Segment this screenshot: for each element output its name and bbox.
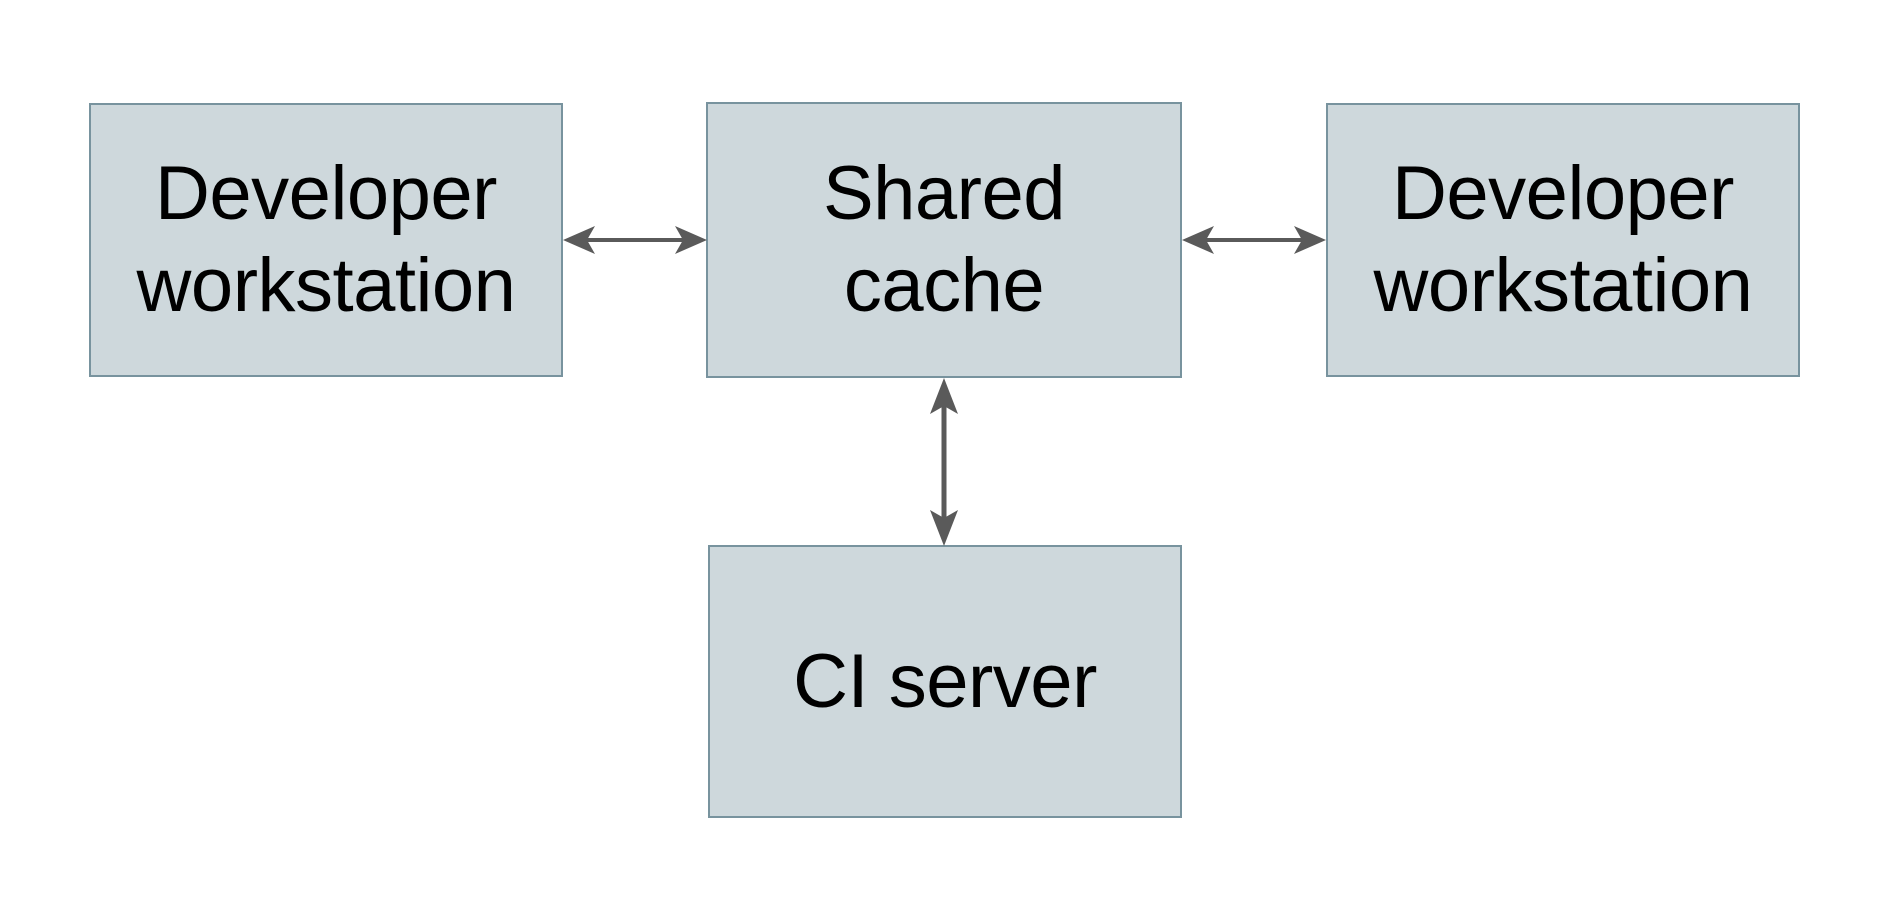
node-label: Developer workstation <box>136 151 516 328</box>
node-ci-server[interactable]: CI server <box>708 545 1182 818</box>
node-label: Developer workstation <box>1373 151 1753 328</box>
node-label: Shared cache <box>822 151 1066 328</box>
edge-shared-cache-to-dev-right[interactable] <box>1174 205 1334 275</box>
double-headed-arrow-icon <box>563 226 707 254</box>
double-headed-arrow-icon <box>1182 226 1326 254</box>
node-label: CI server <box>793 638 1097 724</box>
edge-shared-cache-to-ci-server[interactable] <box>909 370 979 554</box>
edge-dev-left-to-shared-cache[interactable] <box>555 205 715 275</box>
node-shared-cache[interactable]: Shared cache <box>706 102 1182 378</box>
node-developer-workstation-left[interactable]: Developer workstation <box>89 103 563 377</box>
node-developer-workstation-right[interactable]: Developer workstation <box>1326 103 1800 377</box>
double-headed-arrow-icon <box>930 378 958 546</box>
